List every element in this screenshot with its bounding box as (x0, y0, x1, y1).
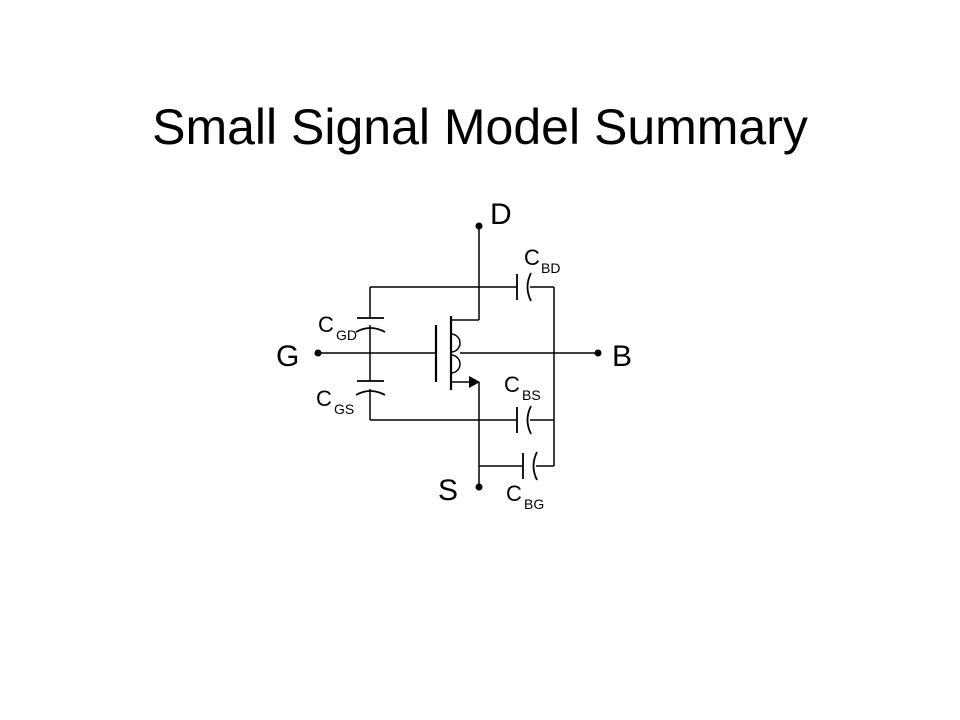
svg-text:GS: GS (334, 401, 354, 417)
cgs-capacitor-icon (355, 380, 386, 396)
page-title: Small Signal Model Summary (152, 99, 808, 155)
cbs-label: C BS (504, 372, 541, 403)
svg-text:C: C (504, 372, 520, 397)
svg-text:C: C (506, 481, 522, 506)
cgs-label: C GS (316, 386, 354, 417)
svg-text:BS: BS (522, 387, 541, 403)
body-loop-lower-icon (450, 354, 461, 374)
cbd-label: C BD (524, 245, 560, 276)
svg-text:BG: BG (524, 496, 544, 512)
svg-text:C: C (318, 312, 334, 337)
cbs-capacitor-icon (516, 405, 532, 435)
drain-label: D (490, 198, 512, 231)
cgd-label: C GD (318, 312, 357, 343)
svg-text:BD: BD (541, 260, 560, 276)
svg-text:C: C (524, 245, 540, 270)
bulk-label: B (612, 340, 632, 373)
source-arrow-icon (469, 376, 480, 388)
body-loop-upper-icon (450, 333, 461, 353)
source-label: S (438, 474, 458, 507)
gate-label: G (276, 340, 299, 373)
cgd-capacitor-icon (355, 317, 386, 333)
svg-text:GD: GD (336, 327, 357, 343)
cbg-capacitor-icon (522, 451, 538, 481)
svg-text:C: C (316, 386, 332, 411)
cbg-label: C BG (506, 481, 544, 512)
cbd-capacitor-icon (516, 272, 532, 302)
